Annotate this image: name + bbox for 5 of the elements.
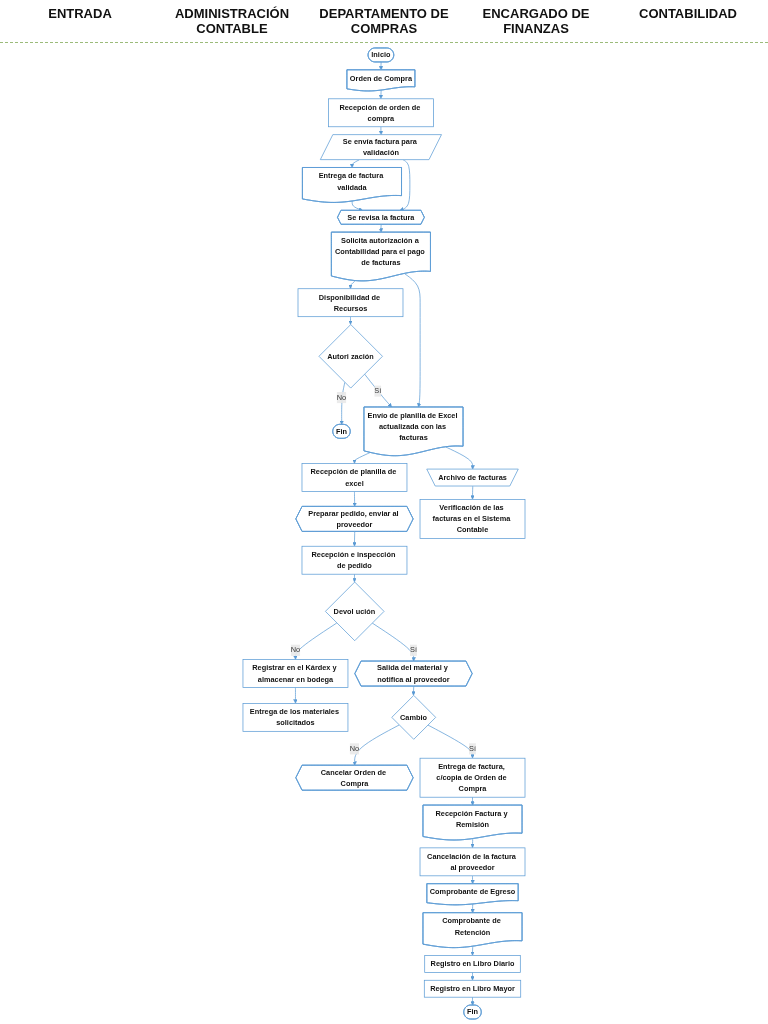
lane-heading: CONTABILIDAD: [638, 6, 738, 23]
lane-heading: DEPARTAMENTO DE COMPRAS: [318, 6, 450, 36]
lane-heading: ADMINISTRACIÓN CONTABLE: [173, 6, 291, 36]
lane-heading: ENCARGADO DE FINANZAS: [481, 6, 591, 36]
lane-heading: ENTRADA: [47, 6, 113, 23]
